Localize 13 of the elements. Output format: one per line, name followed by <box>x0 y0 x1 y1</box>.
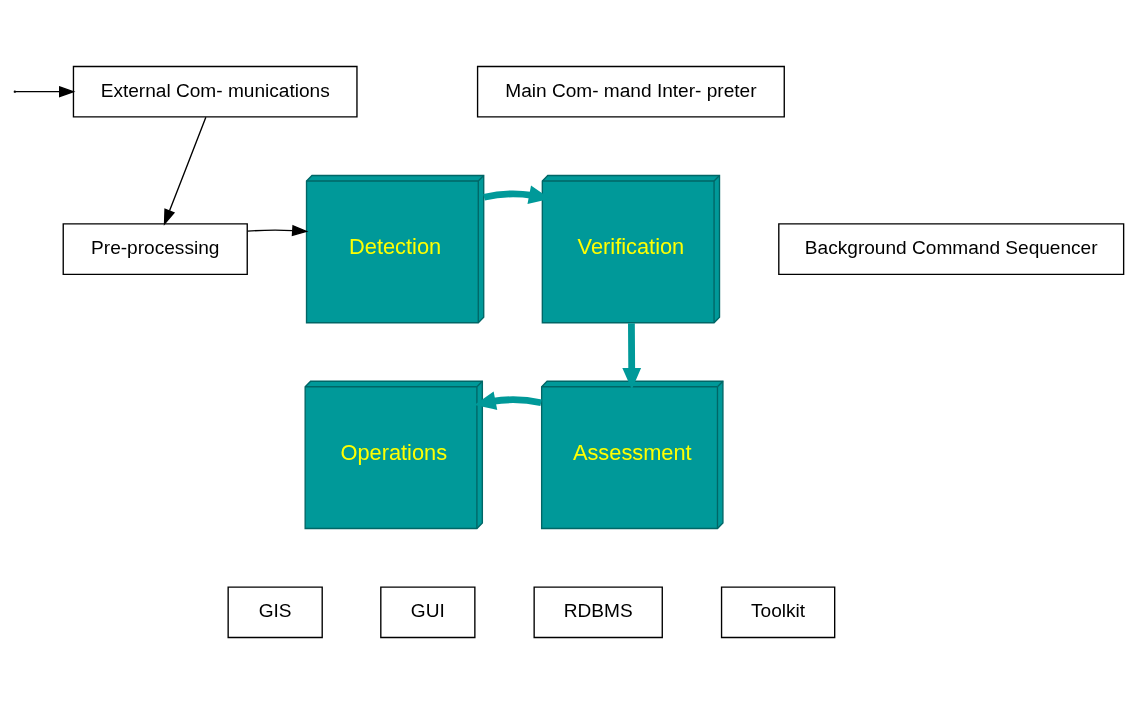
arrow <box>14 85 76 98</box>
node-box: GIS <box>227 586 323 639</box>
node-box: Toolkit <box>720 586 836 639</box>
node-box: Pre-processing <box>62 223 248 275</box>
arrow <box>474 391 542 410</box>
node-box: External Com- munications <box>72 65 358 118</box>
arrow <box>622 323 642 390</box>
node-box: GUI <box>380 586 476 639</box>
arrow <box>246 224 309 237</box>
node-box: RDBMS <box>533 586 663 639</box>
node-box: Main Com- mand Inter- preter <box>476 65 785 118</box>
node-box: Background Command Sequencer <box>778 223 1125 275</box>
arrow <box>163 116 207 226</box>
